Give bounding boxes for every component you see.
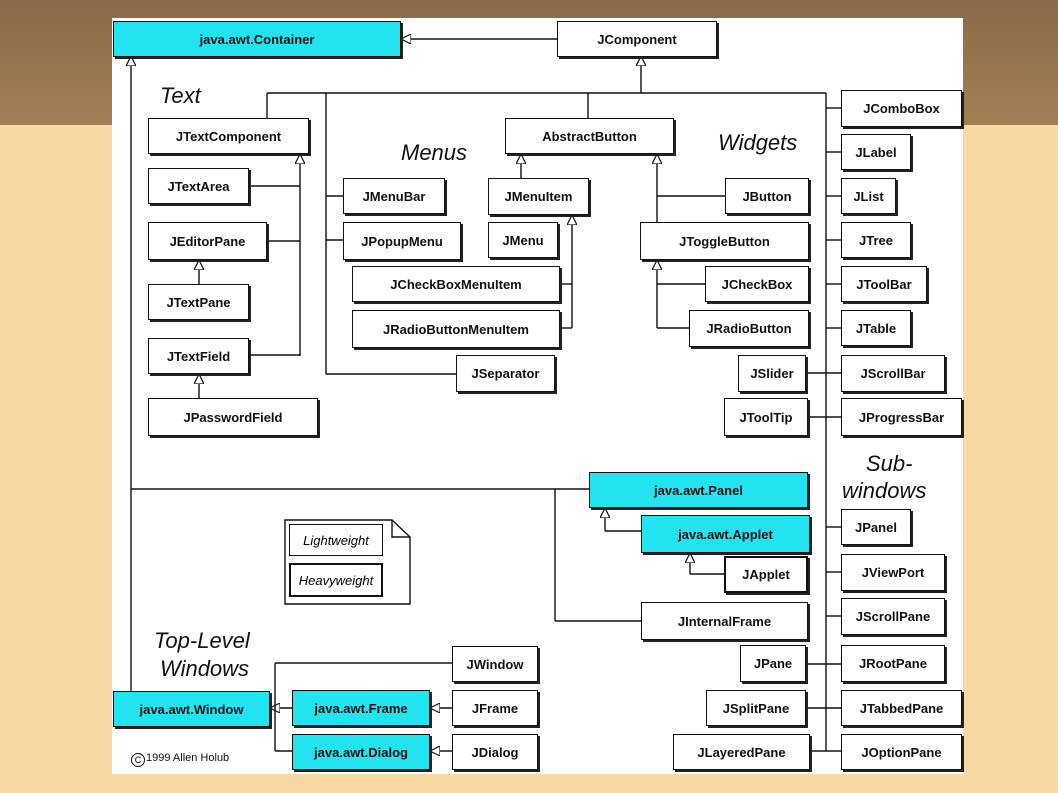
class-jradiobuttonmenuitem: JRadioButtonMenuItem bbox=[352, 310, 560, 348]
class-jscrollbar: JScrollBar bbox=[841, 355, 945, 392]
section-menus-heading: Menus bbox=[401, 140, 468, 165]
class-jtoolbar: JToolBar bbox=[841, 266, 927, 302]
class-jtextpane: JTextPane bbox=[148, 284, 249, 320]
class-jlabel: JLabel bbox=[841, 134, 911, 170]
copyright-text: 1999 Allen Holub bbox=[146, 752, 230, 764]
class-java-awt-frame: java.awt.Frame bbox=[292, 690, 430, 726]
section-text-heading: Text bbox=[160, 83, 201, 108]
class-jpasswordfield: JPasswordField bbox=[148, 398, 318, 436]
class-jpopupmenu: JPopupMenu bbox=[343, 222, 461, 260]
class-jcomponent: JComponent bbox=[557, 21, 717, 57]
class-jframe: JFrame bbox=[452, 690, 538, 726]
class-jsplitpane: JSplitPane bbox=[706, 690, 806, 726]
class-jtextarea: JTextArea bbox=[148, 168, 249, 204]
class-jwindow: JWindow bbox=[452, 646, 538, 682]
class-jmenuitem: JMenuItem bbox=[488, 178, 589, 215]
class-jmenubar: JMenuBar bbox=[343, 178, 445, 214]
class-jtogglebutton: JToggleButton bbox=[640, 222, 809, 260]
class-jdialog: JDialog bbox=[452, 734, 538, 770]
class-abstractbutton: AbstractButton bbox=[505, 118, 674, 154]
legend-lightweight: Lightweight bbox=[289, 524, 383, 556]
class-jcheckbox: JCheckBox bbox=[705, 266, 809, 302]
class-jlist: JList bbox=[841, 178, 896, 214]
class-jtooltip: JToolTip bbox=[724, 398, 808, 436]
class-java-awt-dialog: java.awt.Dialog bbox=[292, 734, 430, 770]
section-toplevel-heading-1: Top-Level bbox=[154, 628, 250, 653]
section-subwindows-heading-2: windows bbox=[842, 478, 927, 503]
section-widgets-heading: Widgets bbox=[718, 130, 798, 155]
class-jcheckboxmenuitem: JCheckBoxMenuItem bbox=[352, 266, 560, 302]
class-jtree: JTree bbox=[841, 222, 911, 258]
class-japplet: JApplet bbox=[724, 556, 808, 593]
copyright-symbol-icon: C bbox=[131, 753, 145, 767]
class-jpanel: JPanel bbox=[841, 509, 911, 545]
class-jscrollpane: JScrollPane bbox=[841, 598, 945, 635]
class-jtextfield: JTextField bbox=[148, 338, 249, 374]
class-jradiobutton: JRadioButton bbox=[689, 310, 809, 347]
class-java-awt-applet: java.awt.Applet bbox=[641, 515, 810, 553]
section-subwindows-heading-1: Sub- bbox=[866, 451, 913, 476]
class-joptionpane: JOptionPane bbox=[841, 734, 962, 770]
class-jslider: JSlider bbox=[738, 355, 806, 392]
class-jbutton: JButton bbox=[725, 178, 809, 214]
class-jmenu: JMenu bbox=[488, 222, 558, 258]
class-jtabbedpane: JTabbedPane bbox=[841, 690, 962, 726]
section-toplevel-heading-2: Windows bbox=[160, 656, 250, 681]
class-jeditorpane: JEditorPane bbox=[148, 222, 267, 260]
class-jseparator: JSeparator bbox=[456, 355, 555, 392]
class-jinternalframe: JInternalFrame bbox=[641, 602, 808, 640]
class-jprogressbar: JProgressBar bbox=[841, 398, 962, 436]
class-jlayeredpane: JLayeredPane bbox=[673, 734, 810, 770]
class-jtable: JTable bbox=[841, 310, 911, 346]
class-java-awt-panel: java.awt.Panel bbox=[589, 472, 808, 508]
class-jviewport: JViewPort bbox=[841, 554, 945, 591]
legend-heavyweight: Heavyweight bbox=[289, 563, 383, 597]
class-java-awt-window: java.awt.Window bbox=[113, 691, 270, 727]
class-jrootpane: JRootPane bbox=[841, 645, 945, 682]
class-jpane: JPane bbox=[740, 645, 806, 682]
class-java-awt-container: java.awt.Container bbox=[113, 21, 401, 57]
class-jcombobox: JComboBox bbox=[841, 90, 962, 127]
class-jtextcomponent: JTextComponent bbox=[148, 118, 309, 154]
